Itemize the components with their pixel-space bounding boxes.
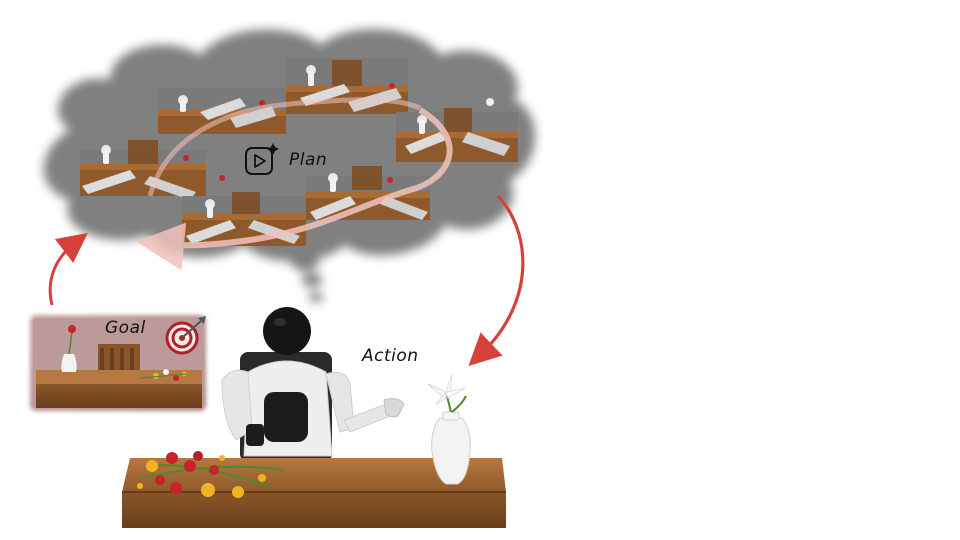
goal-label: Goal — [105, 318, 146, 338]
robot — [221, 307, 405, 462]
goal-to-plan-arrow — [48, 232, 88, 306]
plan-to-action-arrow — [468, 194, 525, 367]
goal-box — [30, 315, 206, 411]
plan-frame-3 — [396, 98, 518, 162]
plan-frame-4 — [80, 140, 206, 200]
target-arrow-icon — [165, 316, 206, 355]
plan-loop-arrow-top — [147, 97, 421, 197]
plan-loop-arrow — [136, 107, 453, 271]
flower-bunch — [137, 451, 283, 498]
plan-frame-1 — [158, 88, 286, 134]
plan-label: Plan — [289, 150, 328, 170]
vase-with-lily — [427, 373, 471, 485]
video-play-sparkle-icon — [245, 143, 279, 175]
plan-frame-2 — [286, 58, 408, 114]
action-label: Action — [362, 346, 419, 366]
